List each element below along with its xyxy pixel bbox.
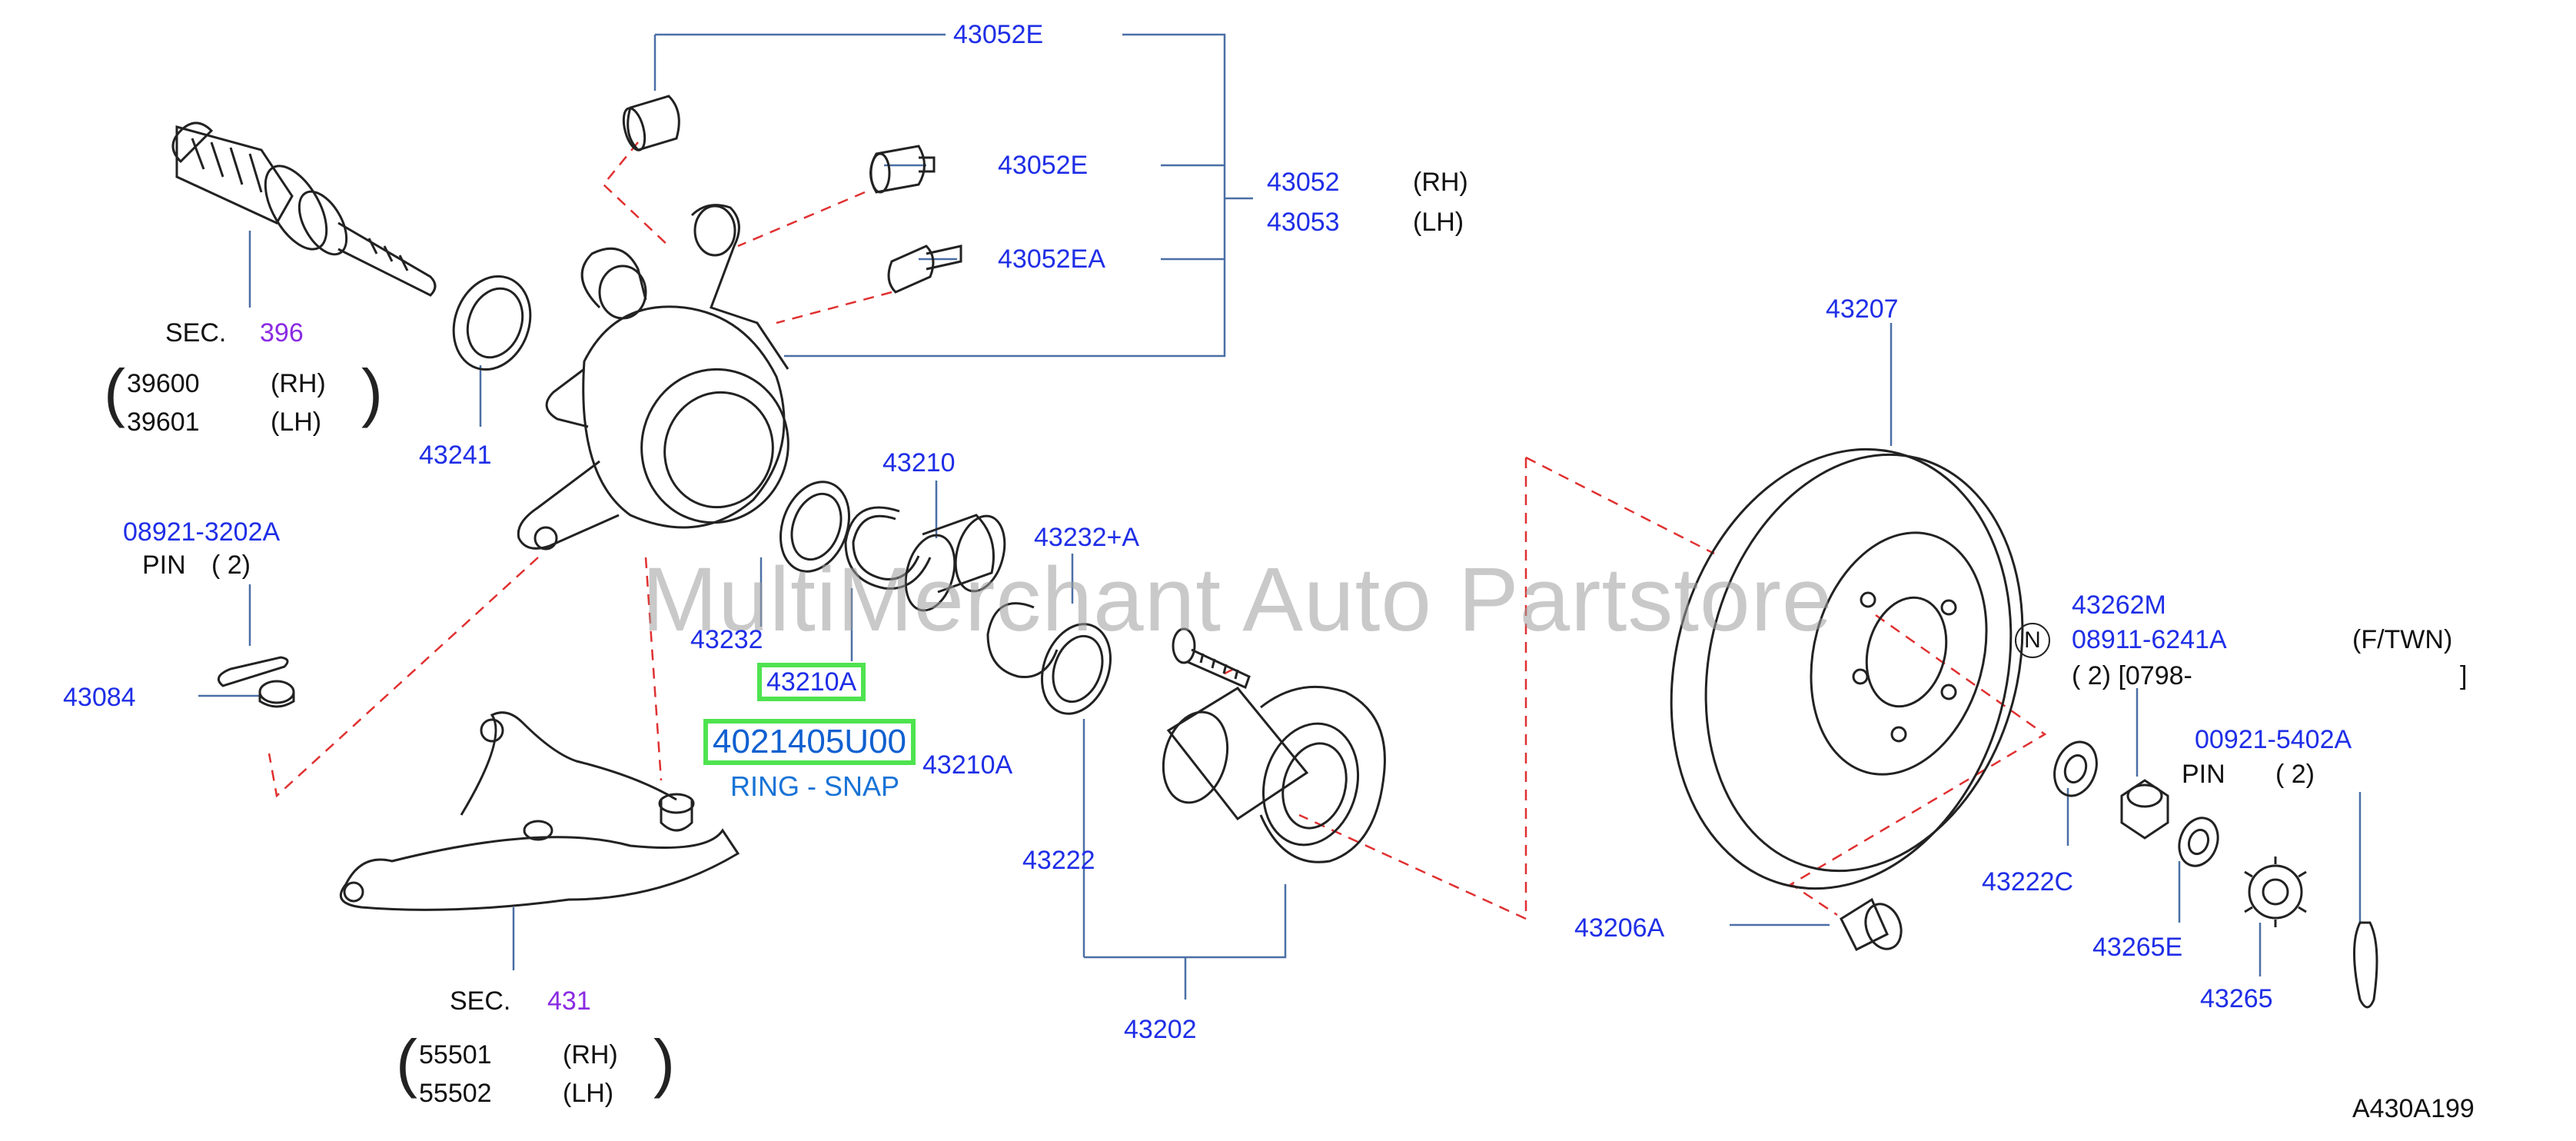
figure-code: A430A199	[2352, 1094, 2475, 1123]
part-label-43052E-top[interactable]: 43052E	[953, 20, 1044, 49]
lower-arm-drawing	[339, 711, 740, 911]
watermark: MultiMerchant Auto Partstore	[642, 549, 1833, 650]
part-label-00921-5402A[interactable]: 00921-5402A	[2195, 725, 2352, 754]
part-label-55501: 55501	[419, 1040, 492, 1069]
bushing-43052E-top-drawing	[622, 95, 680, 151]
part-label-08921-3202A[interactable]: 08921-3202A	[123, 517, 281, 547]
part-label-43052[interactable]: 43052	[1267, 168, 1340, 197]
part-label-43053[interactable]: 43053	[1267, 208, 1340, 237]
part-label-43084[interactable]: 43084	[63, 683, 136, 712]
part-label-39600: 39600	[127, 369, 200, 398]
side-label-rh-1: (RH)	[1413, 168, 1468, 197]
part-label-43232[interactable]: 43232	[690, 625, 763, 654]
paren-open-1: (	[104, 356, 125, 428]
nut-43084-drawing	[258, 680, 295, 708]
section-prefix-431: SEC.	[450, 986, 511, 1016]
hub-43202-drawing	[1162, 685, 1386, 863]
bushing-43052E-mid-drawing	[869, 145, 936, 194]
cotter-pin-2-drawing	[2353, 921, 2378, 1009]
date-range-close: ]	[2460, 661, 2468, 690]
washer-43222C-drawing	[2053, 740, 2098, 797]
dashed-lines	[268, 141, 2047, 920]
market-label-ftwn: (F/TWN)	[2352, 625, 2453, 654]
highlighted-description: RING - SNAP	[730, 770, 900, 802]
part-label-43206A[interactable]: 43206A	[1574, 913, 1665, 943]
bearing-43210-drawing	[904, 514, 1006, 612]
part-label-39601: 39601	[127, 408, 200, 437]
knuckle-drawing	[517, 204, 789, 551]
part-label-43202[interactable]: 43202	[1124, 1015, 1197, 1044]
seal-43232A-drawing	[1041, 623, 1112, 715]
part-label-43207[interactable]: 43207	[1826, 294, 1899, 324]
pin-label-2: PIN	[2182, 760, 2225, 789]
seal-43232-drawing	[779, 481, 850, 573]
pin-label-1: PIN	[142, 551, 186, 580]
side-label-rh-2: (RH)	[271, 369, 326, 398]
part-label-55502: 55502	[419, 1079, 492, 1108]
snap-ring-2-drawing	[986, 602, 1059, 679]
qty-date-range: ( 2) [0798-	[2072, 661, 2192, 690]
side-label-lh-3: (LH)	[563, 1079, 614, 1108]
bushing-43052EA-drawing	[887, 244, 962, 294]
part-label-43265[interactable]: 43265	[2200, 984, 2273, 1013]
stud-bolt-drawing	[1172, 627, 1251, 690]
side-label-lh-1: (LH)	[1413, 208, 1464, 237]
snap-ring-1-drawing	[844, 506, 932, 590]
plug-43206A-drawing	[1840, 897, 1903, 952]
section-prefix-396: SEC.	[165, 318, 227, 348]
nut-08911-drawing	[2120, 779, 2169, 840]
pin-qty-2: ( 2)	[2275, 760, 2315, 789]
rotor-43207-drawing	[1670, 447, 2024, 890]
part-label-43232A[interactable]: 43232+A	[1034, 523, 1140, 552]
paren-open-2: (	[396, 1026, 417, 1099]
section-link-431[interactable]: 431	[547, 986, 591, 1016]
part-label-43222[interactable]: 43222	[1022, 846, 1095, 875]
mechanical-parts	[171, 95, 2378, 1009]
part-label-43222C[interactable]: 43222C	[1982, 867, 2074, 896]
washer-43265E-drawing	[2178, 817, 2219, 867]
part-label-43052EA[interactable]: 43052EA	[998, 244, 1105, 274]
side-label-rh-3: (RH)	[563, 1040, 618, 1069]
paren-close-2: )	[653, 1026, 675, 1099]
cotter-pin-1-drawing	[217, 656, 289, 687]
part-label-43265E[interactable]: 43265E	[2092, 933, 2183, 962]
part-label-43210A-2[interactable]: 43210A	[922, 750, 1013, 780]
highlighted-part-43210A[interactable]: 43210A	[757, 663, 866, 701]
part-label-43052E-mid[interactable]: 43052E	[998, 151, 1089, 180]
side-label-lh-2: (LH)	[271, 408, 322, 437]
seal-43241-drawing	[452, 274, 532, 371]
drive-shaft-drawing	[171, 121, 437, 297]
part-label-08911-6241A[interactable]: 08911-6241A	[2072, 625, 2227, 654]
highlighted-oem-number[interactable]: 4021405U00	[703, 719, 916, 765]
pin-qty-1: ( 2)	[211, 551, 251, 580]
section-link-396[interactable]: 396	[260, 318, 304, 348]
part-label-43262M[interactable]: 43262M	[2072, 590, 2166, 620]
paren-close-1: )	[361, 356, 383, 428]
castle-nut-43265-drawing	[2244, 857, 2307, 927]
part-label-43210[interactable]: 43210	[882, 448, 956, 477]
part-label-43241[interactable]: 43241	[419, 441, 492, 470]
n-symbol-badge: N	[2015, 623, 2050, 658]
